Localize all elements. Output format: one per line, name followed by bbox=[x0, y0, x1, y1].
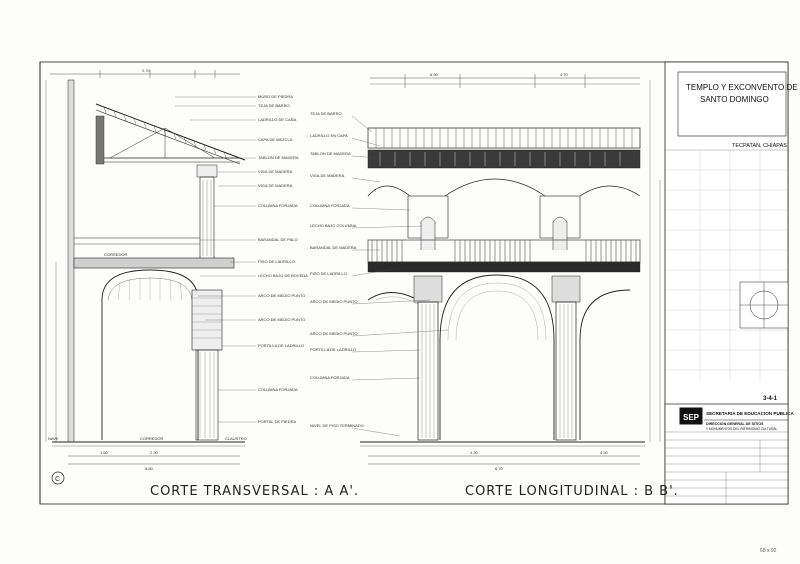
label-b-12: NIVEL DE PISO TERMINADO bbox=[310, 423, 364, 428]
dim-a-bottom-2: 2.30 bbox=[150, 450, 159, 455]
room-label-corredor-upper: CORREDOR bbox=[104, 252, 127, 257]
label-a-15: PORTAL DE PIEDRA bbox=[258, 419, 296, 424]
label-b-3: VIGA DE MADERA bbox=[310, 173, 345, 178]
label-b-11: COLUMNA FORJADA bbox=[310, 375, 350, 380]
label-b-2: TABLON DE MADERA bbox=[310, 151, 351, 156]
label-a-6: VIGA DE MADERA bbox=[258, 183, 293, 188]
label-a-0: MURO DE PIEDRA bbox=[258, 94, 293, 99]
agency-logo: SEP bbox=[683, 413, 700, 422]
label-a-14: COLUMNA FORJADA bbox=[258, 387, 298, 392]
dim-a-bottom-1: 1.50 bbox=[100, 450, 109, 455]
section-marker: C bbox=[55, 476, 60, 483]
dim-b-bottom-1: 4.30 bbox=[470, 450, 479, 455]
label-a-1: TEJA DE BARRO bbox=[258, 103, 290, 108]
section-b-drawing bbox=[351, 74, 661, 465]
direction-line2: Y MONUMENTOS DEL PATRIMONIO CULTURAL bbox=[706, 427, 778, 431]
label-b-9: ARCO DE MEDIO PUNTO bbox=[310, 331, 358, 336]
label-a-9: PISO DE LADRILLO bbox=[258, 259, 295, 264]
dim-a-bottom-total: 6.80 bbox=[145, 466, 154, 471]
label-b-8: ARCO DE MEDIO PUNTO bbox=[310, 299, 358, 304]
direction-line1: DIRECCION GENERAL DE SITIOS bbox=[706, 422, 764, 426]
dim-b-bottom-total: 6.70 bbox=[495, 466, 504, 471]
label-b-6: BARANDAL DE MADERA bbox=[310, 245, 357, 250]
room-label-corredor-lower: CORREDOR bbox=[140, 436, 163, 441]
project-location: TECPATAN, CHIAPAS bbox=[732, 143, 787, 149]
label-b-0: TEJA DE BARRO bbox=[310, 111, 342, 116]
label-a-5: VIGA DE MADERA bbox=[258, 169, 293, 174]
label-b-7: PISO DE LADRILLO bbox=[310, 271, 347, 276]
dim-b-bottom-2: 4.30 bbox=[600, 450, 609, 455]
agency-name: SECRETARIA DE EDUCACION PUBLICA bbox=[706, 411, 794, 416]
title-block bbox=[664, 61, 789, 505]
label-b-5: LECHO BAJO COLUMNA bbox=[310, 223, 357, 228]
label-a-12: ARCO DE MEDIO PUNTO bbox=[258, 317, 306, 322]
dim-a-top: 2.70 bbox=[142, 68, 151, 73]
label-a-10: LECHO BAJO DE BOVEDA bbox=[258, 273, 308, 278]
section-a-title: CORTE TRANSVERSAL : A A'. bbox=[150, 484, 359, 499]
section-a-drawing bbox=[45, 70, 256, 485]
label-a-11: ARCO DE MEDIO PUNTO bbox=[258, 293, 306, 298]
label-b-10: PORTILLA DE LADRILLO bbox=[310, 347, 356, 352]
section-b-title: CORTE LONGITUDINAL : B B'. bbox=[465, 484, 679, 499]
project-title-line2: SANTO DOMINGO bbox=[700, 95, 769, 104]
sheet-number: 3-4-1 bbox=[763, 396, 778, 402]
dim-b-top-1: 6.30 bbox=[430, 72, 439, 77]
label-a-13: PORTILLA DE LADRILLO bbox=[258, 343, 304, 348]
room-label-claustro: CLAUSTRO bbox=[225, 436, 247, 441]
dim-b-top-2: 4.70 bbox=[560, 72, 569, 77]
corner-note: 68 x 92 bbox=[760, 548, 777, 554]
label-b-4: COLUMNA FORJADA bbox=[310, 203, 350, 208]
label-a-4: TABLON DE MADERA bbox=[258, 155, 299, 160]
label-b-1: LADRILLO EN CAPA bbox=[310, 133, 348, 138]
room-label-nave: NAVE bbox=[48, 436, 59, 441]
label-a-3: CAPA DE MEZCLA bbox=[258, 137, 293, 142]
label-a-2: LADRILLO DE CAÑA bbox=[258, 117, 297, 122]
project-title-line1: TEMPLO Y EXCONVENTO DE bbox=[686, 83, 798, 92]
label-a-7: COLUMNA FORJADA bbox=[258, 203, 298, 208]
label-a-8: BARANDAL DE PALO bbox=[258, 237, 298, 242]
